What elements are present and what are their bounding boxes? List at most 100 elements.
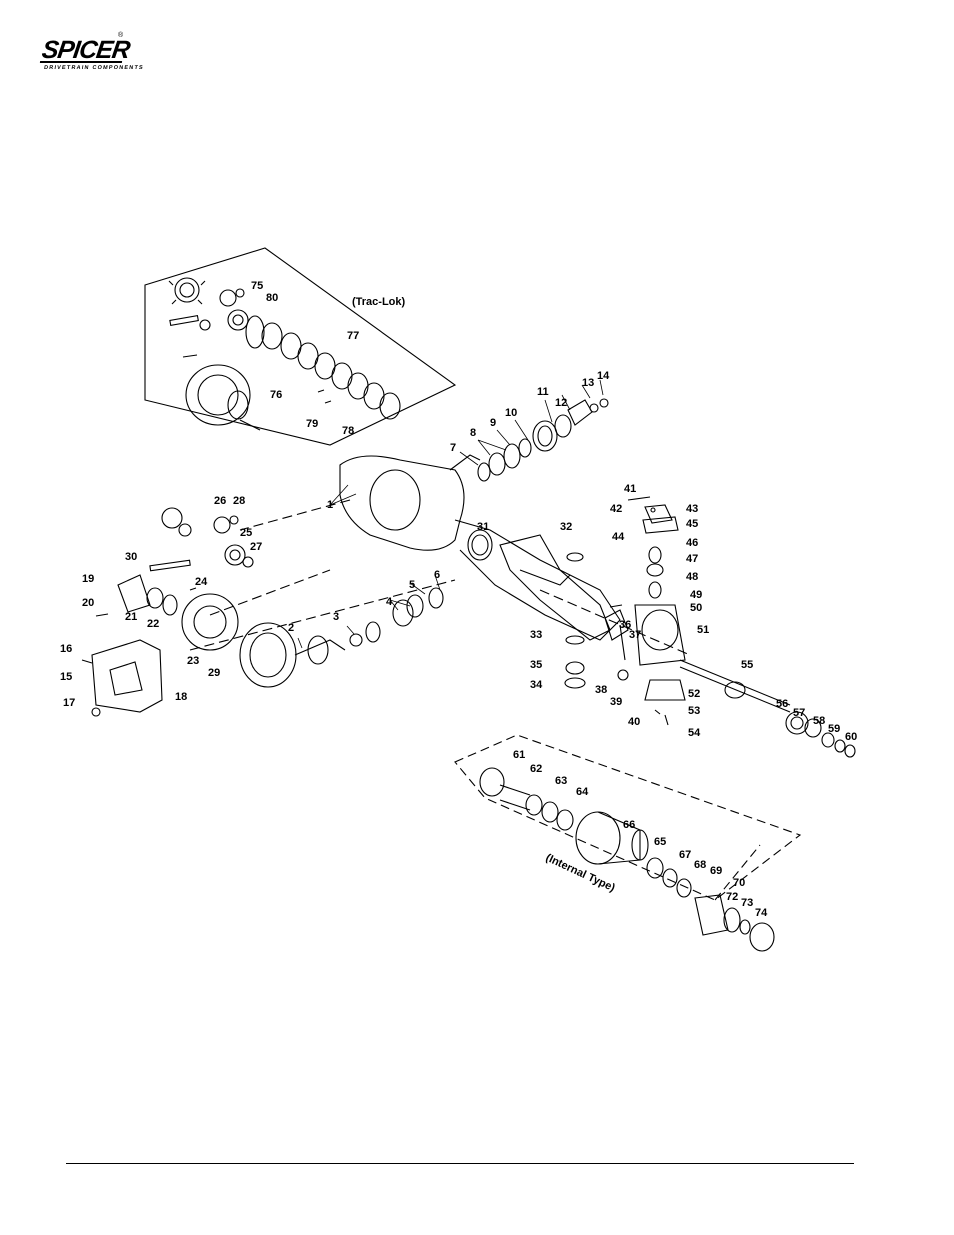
part-label-65: 65 <box>654 836 666 848</box>
part-label-78: 78 <box>342 425 354 437</box>
trac-lok-caption: (Trac-Lok) <box>352 296 406 308</box>
footer-rule <box>66 1163 854 1164</box>
part-label-43: 43 <box>686 503 698 515</box>
part-label-61: 61 <box>513 749 525 761</box>
hub-inset-frame <box>454 734 802 901</box>
part-label-9: 9 <box>490 417 496 429</box>
part-label-59: 59 <box>828 723 840 735</box>
part-label-1: 1 <box>327 499 333 511</box>
pinion-yoke-parts <box>477 398 609 482</box>
internal-type-caption: (Internal Type) <box>544 852 617 895</box>
part-label-14: 14 <box>597 370 610 382</box>
part-label-57: 57 <box>793 707 805 719</box>
part-label-11: 11 <box>537 386 549 398</box>
part-label-33: 33 <box>530 629 542 641</box>
part-label-80: 80 <box>266 292 278 304</box>
part-label-79: 79 <box>306 418 318 430</box>
part-label-52: 52 <box>688 688 700 700</box>
part-label-54: 54 <box>688 727 701 739</box>
part-label-24: 24 <box>195 576 208 588</box>
part-label-38: 38 <box>595 684 607 696</box>
part-label-30: 30 <box>125 551 137 563</box>
differential-cover <box>81 639 163 717</box>
part-label-39: 39 <box>610 696 622 708</box>
part-label-63: 63 <box>555 775 567 787</box>
part-label-50: 50 <box>690 602 702 614</box>
part-label-44: 44 <box>612 531 625 543</box>
part-label-75: 75 <box>251 280 263 292</box>
part-label-58: 58 <box>813 715 825 727</box>
part-label-8: 8 <box>470 427 476 439</box>
part-label-15: 15 <box>60 671 72 683</box>
part-label-67: 67 <box>679 849 691 861</box>
part-label-4: 4 <box>386 596 393 608</box>
part-label-73: 73 <box>741 897 753 909</box>
part-label-41: 41 <box>624 483 636 495</box>
part-label-55: 55 <box>741 659 753 671</box>
part-label-21: 21 <box>125 611 137 623</box>
part-label-17: 17 <box>63 697 75 709</box>
part-label-13: 13 <box>582 377 594 389</box>
part-label-60: 60 <box>845 731 857 743</box>
part-label-22: 22 <box>147 618 159 630</box>
part-label-37: 37 <box>629 629 641 641</box>
axle-tube-parts <box>471 534 629 689</box>
part-label-46: 46 <box>686 537 698 549</box>
axle-housing <box>339 454 621 641</box>
part-label-42: 42 <box>610 503 622 515</box>
part-label-66: 66 <box>623 819 635 831</box>
part-label-19: 19 <box>82 573 94 585</box>
assembly-line-b <box>239 499 351 531</box>
part-label-45: 45 <box>686 518 698 530</box>
internal-hub-parts <box>479 767 775 952</box>
part-label-7: 7 <box>450 442 456 454</box>
part-label-23: 23 <box>187 655 199 667</box>
part-label-64: 64 <box>576 786 589 798</box>
hub-inset-leader <box>714 844 761 901</box>
part-label-68: 68 <box>694 859 706 871</box>
part-label-25: 25 <box>240 527 252 539</box>
part-label-10: 10 <box>505 407 517 419</box>
part-label-76: 76 <box>270 389 282 401</box>
axle-shaft-parts <box>679 659 856 758</box>
part-label-36: 36 <box>619 619 631 631</box>
steering-knuckle-parts <box>627 496 686 726</box>
registered-mark: ® <box>118 32 124 39</box>
part-label-72: 72 <box>726 891 738 903</box>
part-label-5: 5 <box>409 579 415 591</box>
part-label-18: 18 <box>175 691 187 703</box>
part-label-20: 20 <box>82 597 94 609</box>
part-label-74: 74 <box>755 907 768 919</box>
diagram-drawing <box>81 247 856 952</box>
part-label-27: 27 <box>250 541 262 553</box>
part-label-48: 48 <box>686 571 698 583</box>
part-label-49: 49 <box>690 589 702 601</box>
part-label-51: 51 <box>697 624 709 636</box>
assembly-line-a <box>189 579 456 651</box>
part-label-28: 28 <box>233 495 245 507</box>
part-label-40: 40 <box>628 716 640 728</box>
part-label-69: 69 <box>710 865 722 877</box>
part-label-29: 29 <box>208 667 220 679</box>
part-label-62: 62 <box>530 763 542 775</box>
differential-parts <box>95 507 444 688</box>
part-label-6: 6 <box>434 569 440 581</box>
trac-lok-inset-frame <box>144 247 457 446</box>
part-label-26: 26 <box>214 495 226 507</box>
part-label-35: 35 <box>530 659 542 671</box>
part-label-31: 31 <box>477 521 489 533</box>
part-label-53: 53 <box>688 705 700 717</box>
trac-lok-parts <box>168 277 401 431</box>
leader-lines <box>297 379 604 649</box>
part-label-34: 34 <box>530 679 543 691</box>
assembly-line-d <box>539 589 691 656</box>
part-label-56: 56 <box>776 698 788 710</box>
part-label-12: 12 <box>555 397 567 409</box>
part-label-3: 3 <box>333 611 339 623</box>
assembly-line-c <box>209 569 331 616</box>
part-label-16: 16 <box>60 643 72 655</box>
part-label-32: 32 <box>560 521 572 533</box>
spicer-logo: SPICER ® DRIVETRAIN COMPONENTS <box>38 30 144 78</box>
